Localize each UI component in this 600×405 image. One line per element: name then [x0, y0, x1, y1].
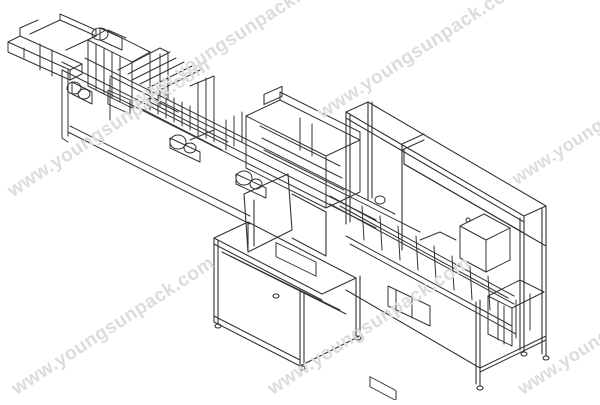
- cage-frame: [345, 101, 550, 391]
- infeed-hopper: [7, 13, 97, 81]
- control-box: [419, 213, 511, 273]
- drive-motor: [66, 27, 131, 115]
- carton-magazine: [87, 29, 201, 113]
- infeed-table: [213, 85, 362, 371]
- outfeed: [387, 279, 545, 347]
- carton-erector: [245, 91, 361, 277]
- main-frame: [61, 57, 421, 233]
- bucket-conveyor: [139, 75, 229, 151]
- middle-drive: [169, 111, 267, 199]
